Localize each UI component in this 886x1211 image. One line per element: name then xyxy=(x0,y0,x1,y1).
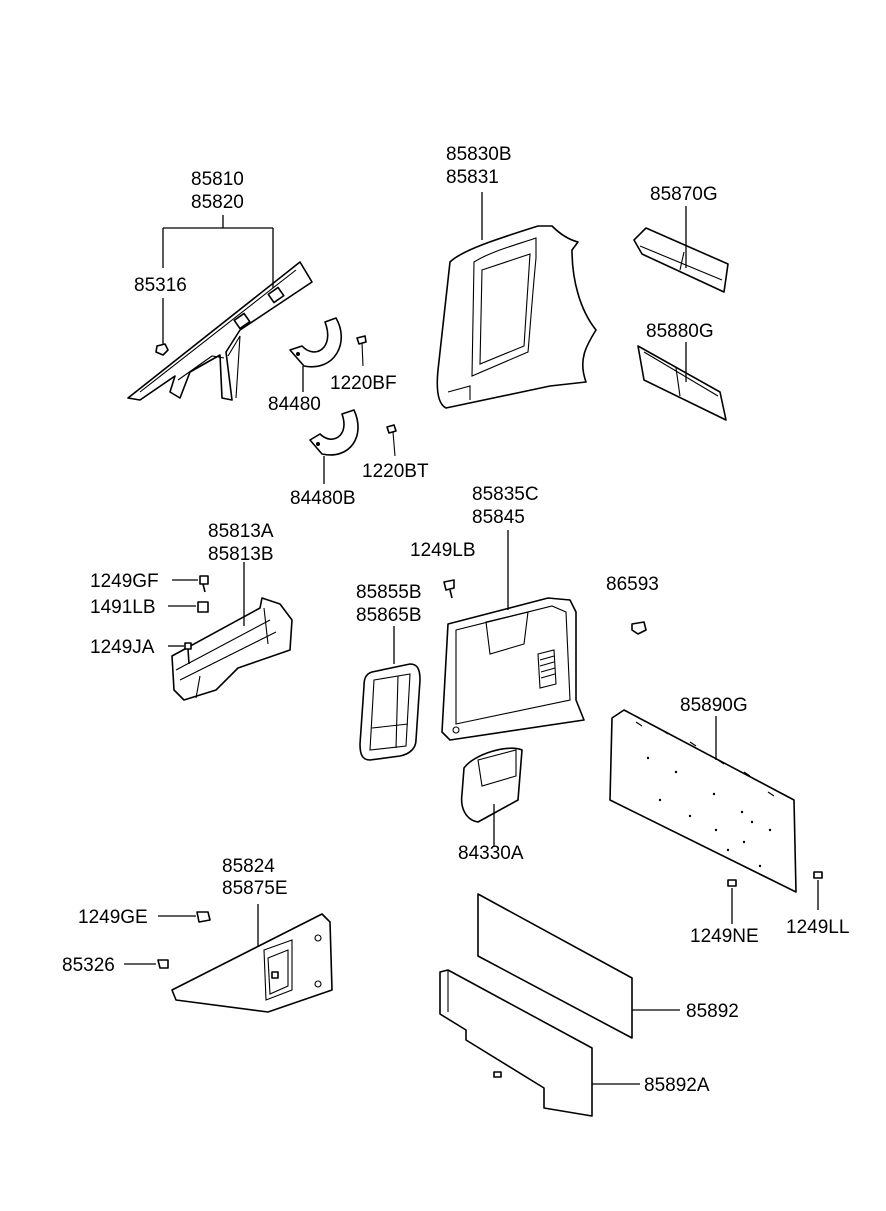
part-labels: 85810 85820 85316 84480 1220BF 84480B 12… xyxy=(62,144,849,1096)
label-1249GE: 1249GE xyxy=(78,907,148,928)
label-85831: 85831 xyxy=(446,167,499,188)
clip-86593 xyxy=(631,621,647,635)
label-85890G: 85890G xyxy=(680,695,748,716)
label-1249LL: 1249LL xyxy=(786,917,849,938)
label-1249JA: 1249JA xyxy=(90,637,155,658)
handle-84480B xyxy=(309,409,359,456)
label-1249NE: 1249NE xyxy=(690,926,759,947)
label-1220BF: 1220BF xyxy=(330,373,397,394)
label-85892: 85892 xyxy=(686,1001,739,1022)
quarter-trim-85830B xyxy=(436,225,597,409)
label-84480: 84480 xyxy=(268,394,321,415)
label-85835C: 85835C xyxy=(472,484,539,505)
label-85855B: 85855B xyxy=(356,582,422,603)
label-85813B: 85813B xyxy=(208,544,274,565)
label-85830B: 85830B xyxy=(446,144,512,165)
glass-85855B xyxy=(359,663,421,761)
panel-84330A xyxy=(460,747,523,823)
label-85880G: 85880G xyxy=(646,321,714,342)
label-85810: 85810 xyxy=(191,169,244,190)
label-85875E: 85875E xyxy=(222,878,288,899)
molding-85880G xyxy=(637,345,727,421)
board-85892A xyxy=(439,969,593,1117)
label-86593: 86593 xyxy=(606,574,659,595)
screw-1220BT xyxy=(386,424,397,457)
trim-85835C xyxy=(441,597,585,741)
label-1249LB: 1249LB xyxy=(410,540,476,561)
molding-85870G xyxy=(633,227,729,293)
handle-84480 xyxy=(289,317,342,368)
label-84330A: 84330A xyxy=(458,843,524,864)
label-85316: 85316 xyxy=(134,275,187,296)
label-1220BT: 1220BT xyxy=(362,461,429,482)
label-85865B: 85865B xyxy=(356,605,422,626)
screw-1249NE xyxy=(727,879,737,887)
label-1249GF: 1249GF xyxy=(90,571,159,592)
label-85824: 85824 xyxy=(222,856,275,877)
pillar-trim-85810 xyxy=(127,261,313,401)
label-85870G: 85870G xyxy=(650,184,718,205)
board-85892 xyxy=(477,893,633,1039)
clip-85316 xyxy=(155,343,169,356)
screw-1249LB xyxy=(443,579,455,599)
board-85890G xyxy=(609,709,797,893)
label-85892A: 85892A xyxy=(644,1075,710,1096)
trim-85824 xyxy=(171,913,333,1013)
label-85845: 85845 xyxy=(472,507,525,528)
label-85326: 85326 xyxy=(62,955,115,976)
label-1491LB: 1491LB xyxy=(90,597,156,618)
label-85813A: 85813A xyxy=(208,521,274,542)
screw-1220BF xyxy=(356,335,367,367)
label-85820: 85820 xyxy=(191,192,244,213)
screw-1249LL xyxy=(813,871,823,879)
cowl-trim-85813A xyxy=(171,597,293,701)
label-84480B: 84480B xyxy=(290,488,356,509)
